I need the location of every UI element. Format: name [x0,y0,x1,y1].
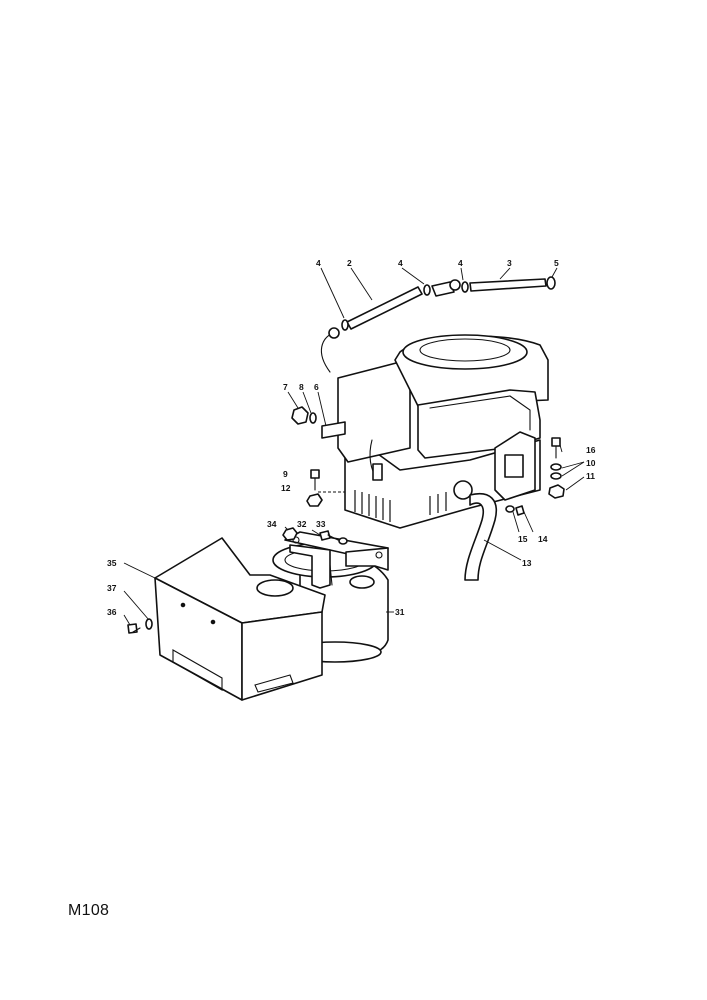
fuel-line-to-engine [320,332,334,373]
callout-13: 13 [522,558,532,568]
callout-5: 5 [554,258,559,268]
washer-37 [145,618,153,630]
shield-slot-front [172,649,223,691]
washer-10a [550,463,562,471]
callout-6: 6 [314,382,319,392]
flywheel-cover-inner [419,338,511,362]
fuel-line-assembly [320,276,556,373]
callout-32: 32 [297,519,307,529]
fuel-inlet-fitting [328,327,340,339]
nut-34 [282,527,298,541]
washer-15 [505,505,515,513]
bolt-32-head [319,530,331,541]
engine-crankcase [344,429,541,529]
bolt-36-shank [132,627,141,633]
callout-14: 14 [538,534,548,544]
callout-10: 10 [586,458,596,468]
nut-11 [548,484,565,499]
heat-shield-cutout [256,579,294,597]
callout-2: 2 [347,258,352,268]
callout-12: 12 [281,483,291,493]
hose-clamp-right [461,281,469,293]
left-shroud [337,361,411,463]
bolt-14 [515,505,525,516]
cooling-fins [354,490,447,522]
bracket-leg-right [345,547,389,571]
callout-4: 4 [316,258,321,268]
nut-7 [291,406,309,425]
bolt-36-head [127,623,138,634]
mounting-stud-6 [321,421,346,439]
callout-35: 35 [107,558,117,568]
callout-33: 33 [316,519,326,529]
shield-slot-side [254,674,294,693]
callout-15: 15 [518,534,528,544]
spark-plug-boot [372,463,383,481]
engine-block [321,334,549,529]
washer-33 [338,537,348,545]
hardware-right [505,437,565,516]
fuel-fitting-5 [546,276,556,290]
callout-4: 4 [458,258,463,268]
nut-12 [306,493,323,507]
callout-7: 7 [283,382,288,392]
hose-clamp-mid [423,284,431,296]
muffler-seam [329,564,333,586]
fuel-connector [431,281,455,297]
fuel-filter-fitting [449,279,461,291]
hardware-left [291,406,345,507]
exhaust-port [453,480,473,500]
flywheel-cover [402,334,528,370]
head-port [504,454,524,478]
bolt-9-head [310,469,320,479]
leader-lines [123,267,585,626]
callout-8: 8 [299,382,304,392]
callout-31: 31 [395,607,405,617]
muffler-outlet [349,575,375,589]
drain-hose-13 [464,493,497,581]
right-shroud-edge [429,395,531,431]
washer-8 [309,412,317,424]
callout-34: 34 [267,519,277,529]
callout-4: 4 [398,258,403,268]
fuel-hose-3 [469,278,547,292]
bolt-16-head [551,437,561,447]
hardware-muffler [282,527,348,545]
callout-16: 16 [586,445,596,455]
callout-11: 11 [586,471,595,481]
heat-shield-side [241,611,323,701]
washer-10b [550,472,562,480]
callout-3: 3 [507,258,512,268]
hose-clamp-left [341,319,349,331]
fuel-hose-2 [346,286,423,330]
callout-9: 9 [283,469,288,479]
callout-37: 37 [107,583,117,593]
bracket-leg-left [289,544,331,589]
muffler-assembly [272,531,389,663]
callout-36: 36 [107,607,117,617]
callout-numbers: 4 2 4 4 3 5 7 8 6 9 12 16 10 11 15 14 13… [107,258,596,617]
sheet-code-label: M108 [68,902,110,919]
heat-shield-assembly [127,537,326,701]
